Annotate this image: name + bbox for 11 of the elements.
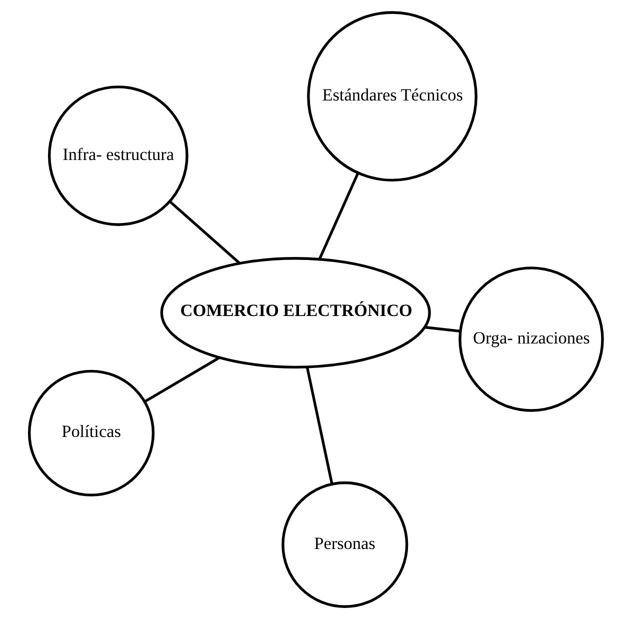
- connector: [424, 326, 460, 333]
- node-ellipse: COMERCIO ELECTRÓNICO: [160, 257, 431, 369]
- node-circle: Estándares Técnicos: [307, 11, 478, 182]
- node-circle: Políticas: [28, 370, 155, 496]
- connector: [318, 172, 360, 260]
- connector: [306, 366, 334, 484]
- connector: [168, 200, 240, 264]
- node-circle: Personas: [282, 481, 408, 608]
- node-circle: Infra- estructura: [48, 86, 188, 226]
- connector: [144, 356, 220, 403]
- node-circle: Orga- nizaciones: [458, 266, 604, 412]
